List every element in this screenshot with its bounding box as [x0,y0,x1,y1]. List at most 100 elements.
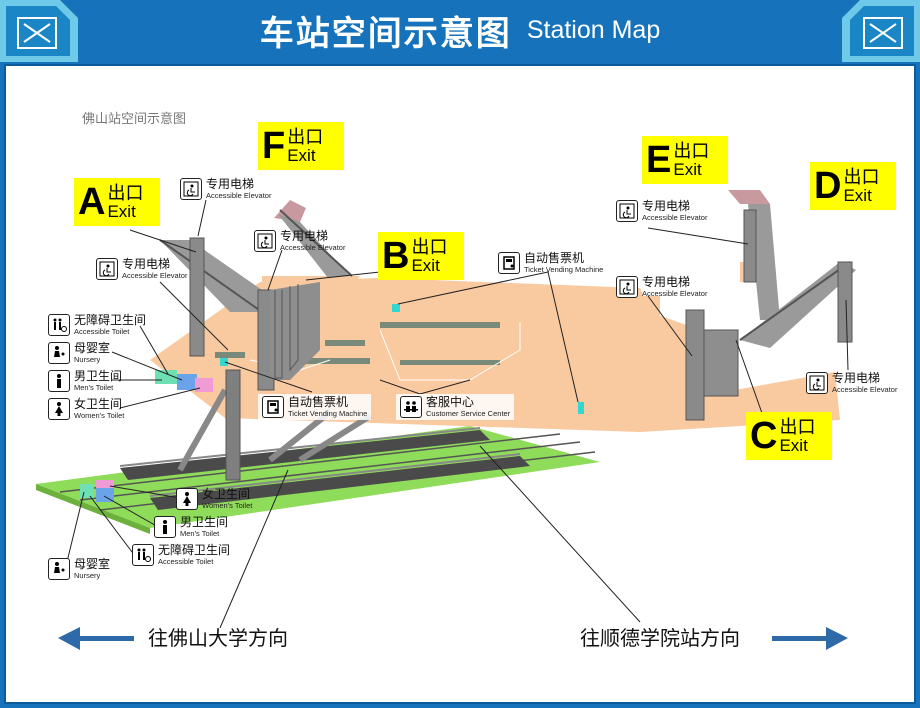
nursery-en: Nursery [74,571,101,580]
concourse-floor [150,278,840,432]
page-title: 车站空间示意图 Station Map [0,6,920,55]
service-center-en: Customer Service Center [426,409,511,418]
womens-toilet-en: Women's Toilet [74,411,125,420]
nursery-icon [48,342,70,364]
accessible-elevator-icon [254,230,276,252]
elevator-zh: 专用电梯 [280,229,329,243]
exit-b-en: Exit [411,255,440,275]
tvm-zh: 自动售票机 [288,395,349,409]
nursery-zh: 母婴室 [74,341,111,355]
mens-toilet-icon [154,516,176,538]
accessible-toilet-zh: 无障碍卫生间 [74,313,147,327]
exit-f-escalator [270,200,353,380]
exit-e-zh: 出口 [673,140,710,162]
exit-f-zh: 出口 [287,126,324,148]
womens-toilet-en: Women's Toilet [202,501,253,510]
exit-a-letter: A [78,181,106,223]
womens-toilet-icon [176,488,198,510]
accessible-elevator-icon [616,200,638,222]
exit-c-letter: C [750,415,778,457]
accessible-toilet-icon [48,314,70,336]
callout-lines [64,199,849,629]
accessible-elevator-icon [806,372,828,394]
left-corner-emblem-icon [0,0,78,62]
elevator-en: Accessible Elevator [122,271,188,280]
mens-toilet-icon [48,370,70,392]
accessible-toilet-en: Accessible Toilet [74,327,130,336]
tvm-en: Ticket Vending Machine [288,409,368,418]
mens-toilet-zh: 男卫生间 [74,369,123,383]
nursery-en: Nursery [74,355,101,364]
womens-toilet-icon [48,398,70,420]
accessible-toilet-icon [132,544,154,566]
direction-arrow-right-icon [772,627,848,650]
exit-c-en: Exit [779,435,808,455]
exit-e-letter: E [646,139,672,181]
elevator-zh: 专用电梯 [642,275,691,289]
exit-d-escalator [739,261,856,348]
map-subtitle: 佛山站空间示意图 [82,112,187,127]
accessible-elevator-icon [96,258,118,280]
direction-right: 往顺德学院站方向 [580,626,740,650]
exit-f-letter: F [262,125,286,167]
elevator-zh: 专用电梯 [642,199,691,213]
elevator-en: Accessible Elevator [832,385,898,394]
ticket-machine-icon [262,396,284,418]
elevator-en: Accessible Elevator [642,213,708,222]
elevator-en: Accessible Elevator [642,289,708,298]
mens-toilet-en: Men's Toilet [180,529,220,538]
exit-e-en: Exit [673,159,702,179]
elevator-zh: 专用电梯 [206,177,255,191]
accessible-elevator-icon [180,178,202,200]
fare-gates [215,322,500,365]
exit-b-letter: B [382,235,410,277]
elevator-zh: 专用电梯 [122,257,171,271]
exit-a-zh: 出口 [107,182,144,204]
exit-e-escalator [685,190,780,421]
exit-d-en: Exit [843,185,872,205]
elevator-zh: 专用电梯 [832,371,881,385]
womens-toilet-zh: 女卫生间 [202,487,251,501]
exit-f-en: Exit [287,145,316,165]
title-cn: 车站空间示意图 [259,14,512,54]
accessible-toilet-en: Accessible Toilet [158,557,214,566]
service-center-zh: 客服中心 [426,395,475,409]
womens-toilet-zh: 女卫生间 [74,397,123,411]
elevator-en: Accessible Elevator [280,243,346,252]
direction-left: 往佛山大学方向 [148,626,288,650]
service-center-icon [400,396,422,418]
tvm-en: Ticket Vending Machine [524,265,604,274]
exit-a-en: Exit [107,201,136,221]
exit-c-zh: 出口 [779,416,816,438]
accessible-toilet-zh: 无障碍卫生间 [158,543,231,557]
mens-toilet-zh: 男卫生间 [180,515,229,529]
mens-toilet-en: Men's Toilet [74,383,114,392]
exit-d-letter: D [814,165,842,207]
title-en: Station Map [526,16,661,44]
elevator-en: Accessible Elevator [206,191,272,200]
